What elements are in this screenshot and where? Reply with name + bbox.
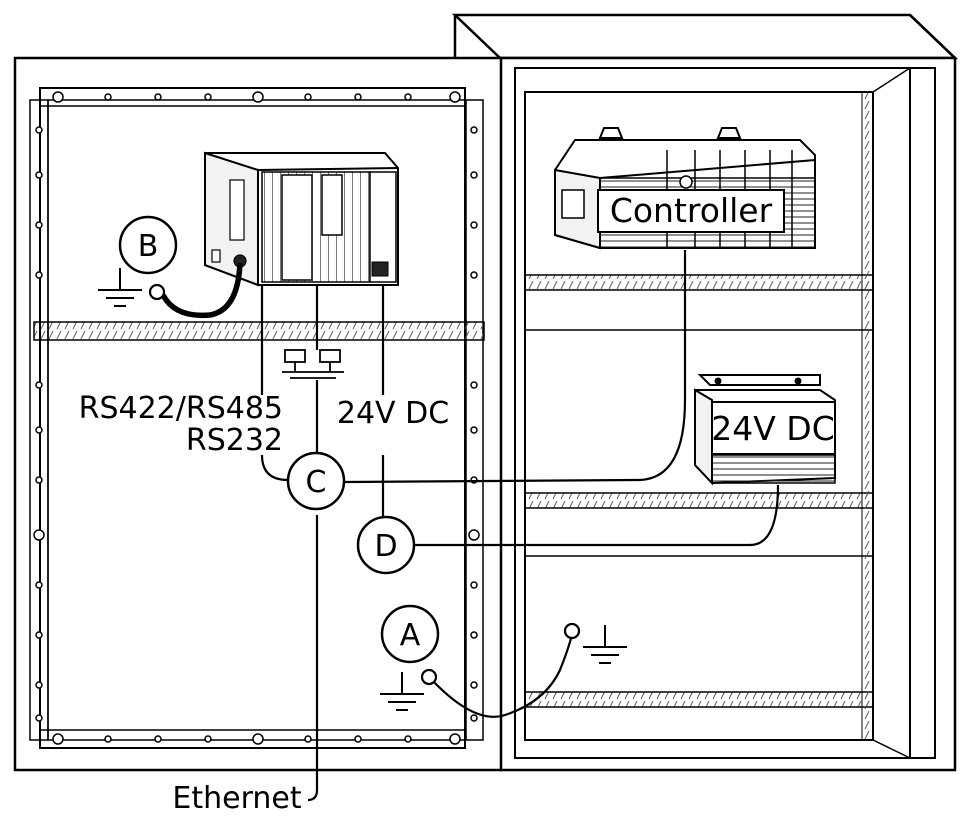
callout-d: D [356,515,416,575]
hmi-box-unit [204,151,399,287]
rail-holes [33,91,480,745]
callout-b-label: B [138,229,159,264]
ground-cable-b [160,262,243,319]
ground-icon [98,268,142,307]
ground-cable-a [431,634,574,718]
power-line-label: 24V DC [337,396,449,431]
serial-label-rs422-rs485: RS422/RS485 [79,391,283,426]
ground-icon [380,672,424,711]
network-switch-icon [282,349,344,379]
wiring [260,250,780,802]
ethernet-label: Ethernet [172,781,301,816]
callout-a-label: A [400,618,421,653]
ground-icon [583,625,627,664]
controller-unit [554,127,816,250]
serial-label-rs232: RS232 [186,423,283,458]
callout-c-label: C [306,465,327,500]
ground-terminals [148,283,581,686]
callout-d-label: D [374,529,397,564]
controller-label: Controller [610,191,773,230]
callout-a: A [380,604,440,664]
callout-b: B [118,215,178,275]
power-supply-label: 24V DC [711,409,835,448]
callout-c: C [286,451,346,511]
power-supply-unit [694,374,836,486]
